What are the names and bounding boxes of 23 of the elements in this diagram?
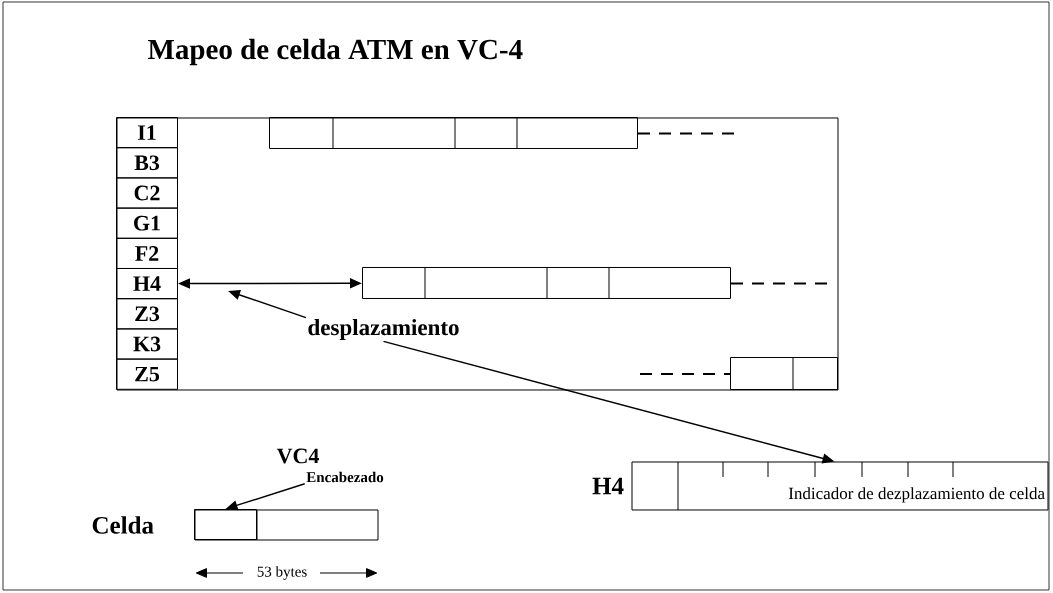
- pointer-label: desplazamiento: [308, 319, 459, 340]
- header-cell: [194, 509, 257, 540]
- frame-box: [116, 117, 839, 391]
- cell-strip: [362, 267, 731, 299]
- cell-strip: [269, 117, 638, 149]
- overhead-cell: F2: [116, 237, 178, 269]
- overhead-cell: K3: [116, 328, 178, 360]
- title: Mapeo de celda ATM en VC-4: [148, 38, 523, 66]
- overhead-cell: Z5: [116, 358, 178, 390]
- cell-box: [194, 509, 379, 541]
- dimension-label: 53 bytes: [257, 566, 307, 580]
- pointer-label: Encabezado: [306, 471, 384, 483]
- box-label: Celda: [92, 516, 154, 534]
- overhead-cell: Z3: [116, 298, 178, 330]
- overhead-cell: B3: [116, 147, 178, 179]
- cell-strip: [730, 357, 838, 390]
- overhead-cell: H4: [116, 268, 178, 300]
- overhead-cell: C2: [116, 177, 178, 209]
- overhead-cell: I1: [116, 117, 178, 149]
- box-label: H4: [592, 477, 624, 495]
- heading: VC4: [276, 448, 319, 464]
- overhead-cell: G1: [116, 207, 178, 239]
- indicator-box: Indicador de dezplazamiento de celda: [631, 461, 1049, 511]
